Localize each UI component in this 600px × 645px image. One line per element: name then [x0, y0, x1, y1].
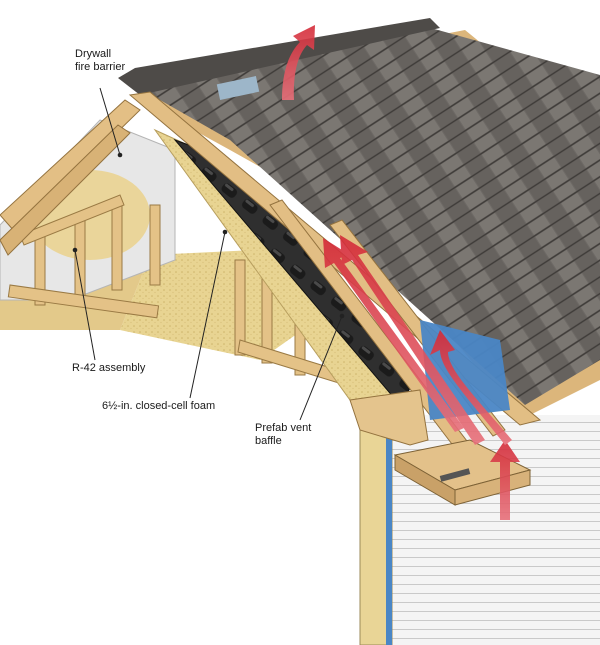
ridge-vent: [216, 76, 260, 100]
drywall-label-line2: fire barrier: [75, 61, 126, 73]
airflow-out-arrow: [282, 25, 315, 100]
leader-baffle: [299, 315, 343, 421]
foam-label: 6½-in. closed-cell foam: [102, 400, 216, 412]
baffle-label-line2: baffle: [255, 435, 282, 447]
gable-rafter-left-inner: [0, 124, 131, 256]
baffle-label-line1: Prefab vent: [255, 422, 312, 434]
gable-rafter-left: [0, 99, 141, 233]
roof-shingles: [125, 25, 600, 405]
leader-r42: [74, 249, 96, 361]
soffit: [393, 439, 532, 506]
airflow-up-baffle-2: [323, 238, 464, 432]
wall-siding: [385, 415, 600, 645]
drywall-label-line1: Drywall: [75, 48, 112, 60]
ridge-cap: [118, 18, 440, 95]
fascia-trim: [349, 389, 429, 446]
airflow-in-arrow: [490, 440, 520, 520]
airflow-up-baffle-1: [340, 235, 485, 445]
leader-foam: [189, 231, 226, 399]
airflow-arrows: [282, 25, 520, 520]
drywall-label: Drywall fire barrier: [75, 48, 125, 74]
r42-label: R-42 assembly: [72, 362, 146, 374]
leader-drywall: [99, 87, 121, 156]
gable-framing: [7, 194, 161, 319]
leader-dots: [72, 152, 345, 319]
leader-lines: [74, 87, 343, 421]
baffle-label: Prefab vent baffle: [255, 422, 311, 448]
airflow-curve-eave: [430, 330, 512, 445]
wall-air-barrier: [386, 415, 392, 645]
